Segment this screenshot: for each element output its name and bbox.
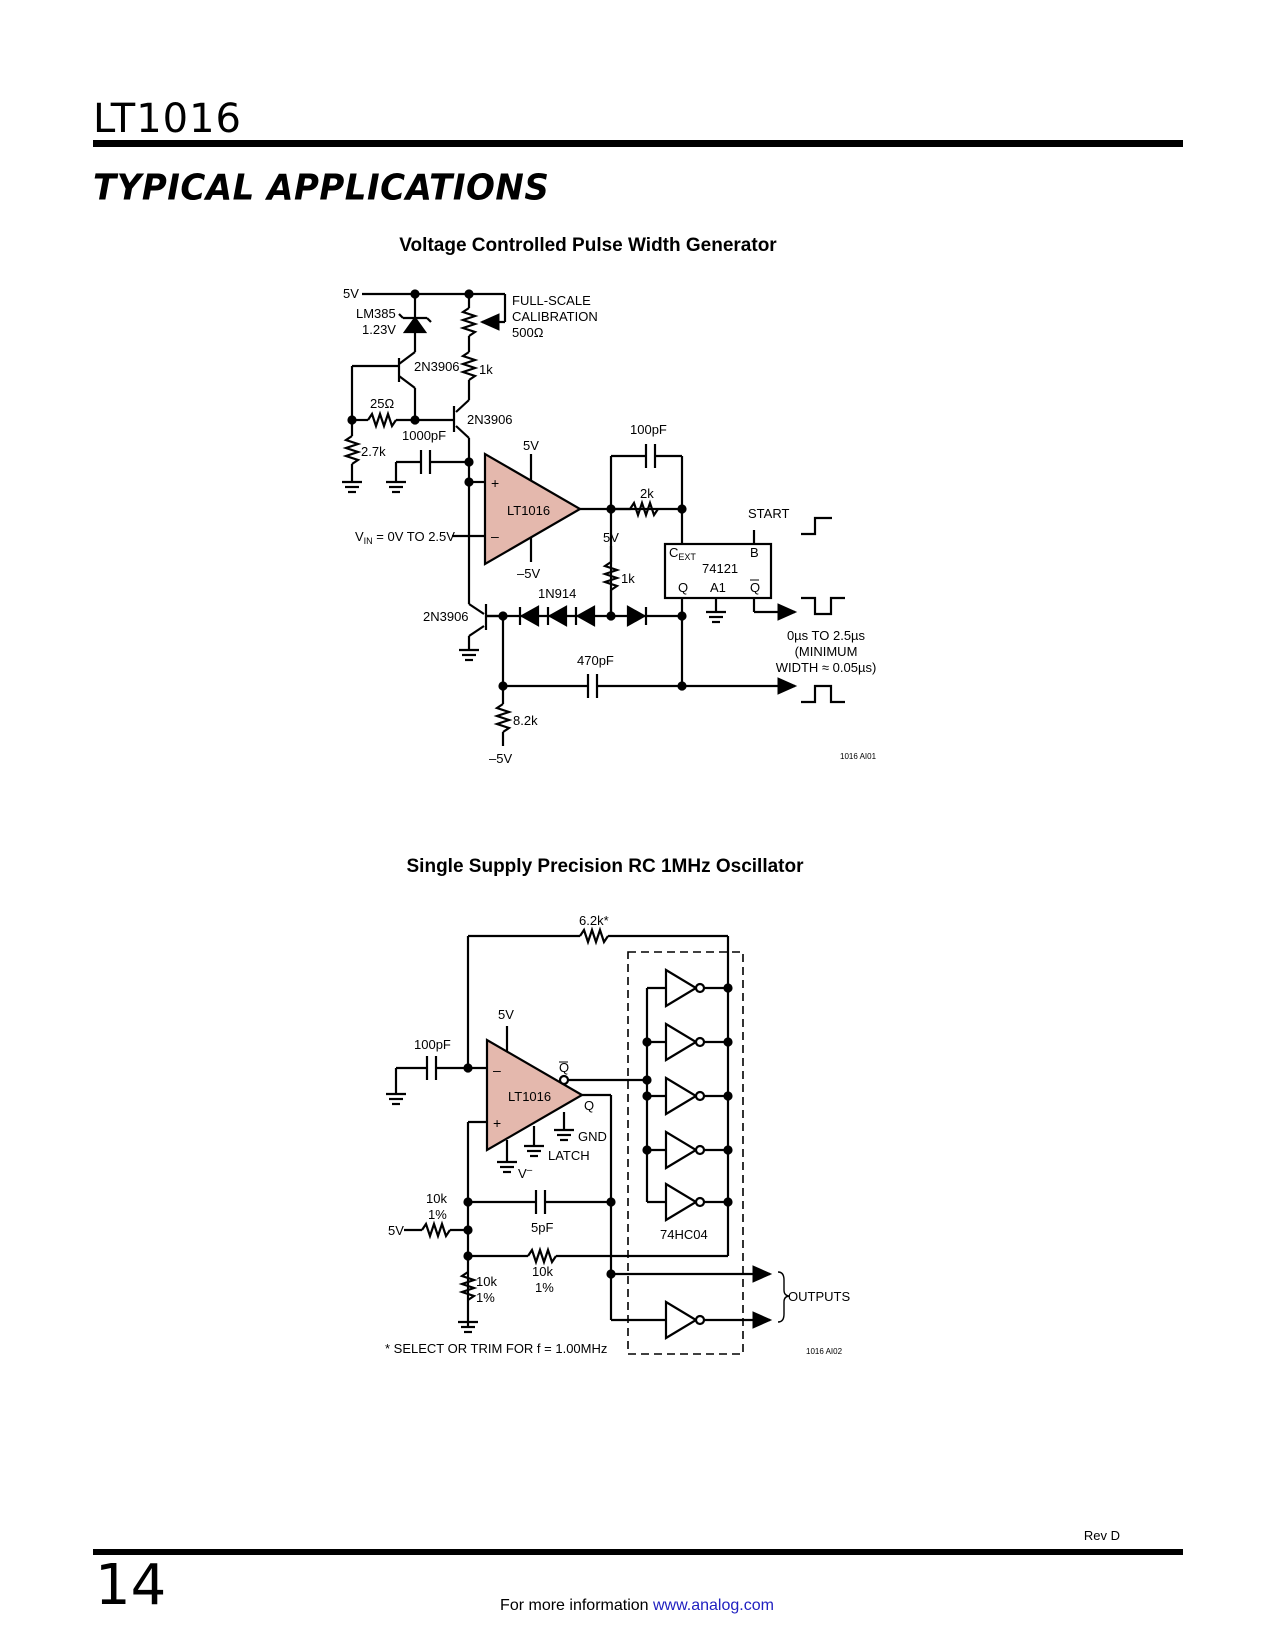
label-pin-q: Q: [678, 580, 688, 595]
label-r1k-top: 1k: [479, 362, 493, 377]
label-q2: Q: [584, 1098, 594, 1113]
label-minus2: –: [493, 1062, 501, 1078]
label-c100: 100pF: [414, 1037, 451, 1052]
label-note: * SELECT OR TRIM FOR f = 1.00MHz: [385, 1341, 607, 1356]
inverter-2-icon: [647, 1022, 733, 1062]
label-out-1: 0µs TO 2.5µs: [787, 628, 866, 643]
comparator-triangle: [483, 452, 583, 566]
label-latch: LATCH: [548, 1148, 590, 1163]
footer-rule: [93, 1549, 1183, 1555]
inverter-4-icon: [647, 1130, 733, 1170]
label-r10k-b2: 1%: [535, 1280, 554, 1295]
figure1-title: Voltage Controlled Pulse Width Generator: [399, 235, 777, 256]
header-rule: [93, 140, 1183, 147]
label-gnd: GND: [578, 1129, 607, 1144]
label-c1000: 1000pF: [402, 428, 446, 443]
inverter-5-icon: [647, 1182, 733, 1222]
label-pin-qbar: Q: [750, 580, 760, 595]
label-cext: CEXT: [669, 545, 696, 562]
label-plus2: +: [493, 1115, 501, 1131]
label-fullscale-2: CALIBRATION: [512, 309, 598, 324]
label-comp-vneg: –5V: [517, 566, 540, 581]
label-c5: 5pF: [531, 1220, 553, 1235]
comparator2-triangle: [485, 1038, 585, 1152]
label-minus: –: [491, 528, 499, 544]
label-74hc04: 74HC04: [660, 1227, 708, 1242]
label-r25: 25Ω: [370, 396, 394, 411]
label-r10k-a: 10k: [426, 1191, 447, 1206]
page-number: 14: [95, 1553, 167, 1618]
inverter-3-icon: [647, 1076, 733, 1116]
diode-string-icon: [518, 605, 648, 627]
label-r1k-mid: 1k: [621, 571, 635, 586]
footer-info: For more information www.analog.com: [500, 1597, 774, 1615]
label-q1: 2N3906: [414, 359, 460, 374]
label-outputs: OUTPUTS: [788, 1289, 850, 1304]
label-r10k-a2: 1%: [428, 1207, 447, 1222]
label-comp: LT1016: [507, 503, 550, 518]
label-fullscale-3: 500Ω: [512, 325, 544, 340]
label-r10k-c2: 1%: [476, 1290, 495, 1305]
label-plus: +: [491, 475, 499, 491]
label-vminus: V–: [518, 1165, 533, 1181]
label-fullscale-1: FULL-SCALE: [512, 293, 591, 308]
label-r27k: 2.7k: [361, 444, 386, 459]
zener-diode-icon: [402, 316, 428, 334]
label-pin-a1: A1: [710, 580, 726, 595]
label-q3: 2N3906: [423, 609, 469, 624]
label-lm385-v: 1.23V: [362, 322, 396, 337]
label-74121: 74121: [702, 561, 738, 576]
label-r2k: 2k: [640, 486, 654, 501]
figure2-title: Single Supply Precision RC 1MHz Oscillat…: [406, 856, 804, 877]
figure1-id: 1016 AI01: [840, 752, 877, 761]
label-out-2: (MINIMUM: [795, 644, 858, 659]
label-r82k: 8.2k: [513, 713, 538, 728]
label-q2: 2N3906: [467, 412, 513, 427]
label-comp2: LT1016: [508, 1089, 551, 1104]
label-lm385: LM385: [356, 306, 396, 321]
footer-link[interactable]: www.analog.com: [652, 1597, 774, 1614]
label-pin-b: B: [750, 545, 759, 560]
label-r10k-b: 10k: [532, 1264, 553, 1279]
footer-text: For more information: [500, 1597, 653, 1614]
figure2-id: 1016 AI02: [806, 1347, 843, 1356]
figure2-labels: 6.2k* 5V 100pF – + LT1016 Q Q GND LATCH …: [385, 913, 850, 1356]
figure1-schematic: [342, 289, 845, 746]
figure1-labels: 5V LM385 1.23V FULL-SCALE CALIBRATION 50…: [343, 286, 877, 766]
label-vneg-bot: –5V: [489, 751, 512, 766]
inverter-6-icon: [664, 1300, 773, 1340]
label-diode: 1N914: [538, 586, 576, 601]
label-start: START: [748, 506, 789, 521]
label-c470: 470pF: [577, 653, 614, 668]
part-number: LT1016: [93, 96, 243, 142]
label-r62k: 6.2k*: [579, 913, 609, 928]
label-out-3: WIDTH ≈ 0.05µs): [776, 660, 877, 675]
label-5v-in: 5V: [388, 1223, 404, 1238]
label-comp-v5: 5V: [498, 1007, 514, 1022]
inverter-1-icon: [647, 968, 733, 1008]
figure2-schematic: [386, 926, 791, 1355]
label-comp-v5: 5V: [523, 438, 539, 453]
section-title: TYPICAL APPLICATIONS: [93, 167, 550, 209]
revision: Rev D: [1083, 1528, 1120, 1543]
label-vin: VIN = 0V TO 2.5V: [355, 529, 455, 546]
label-5v-top: 5V: [343, 286, 359, 301]
label-c100: 100pF: [630, 422, 667, 437]
label-qbar2: Q: [559, 1060, 569, 1075]
label-r10k-c: 10k: [476, 1274, 497, 1289]
label-v5-mid: 5V: [603, 530, 619, 545]
